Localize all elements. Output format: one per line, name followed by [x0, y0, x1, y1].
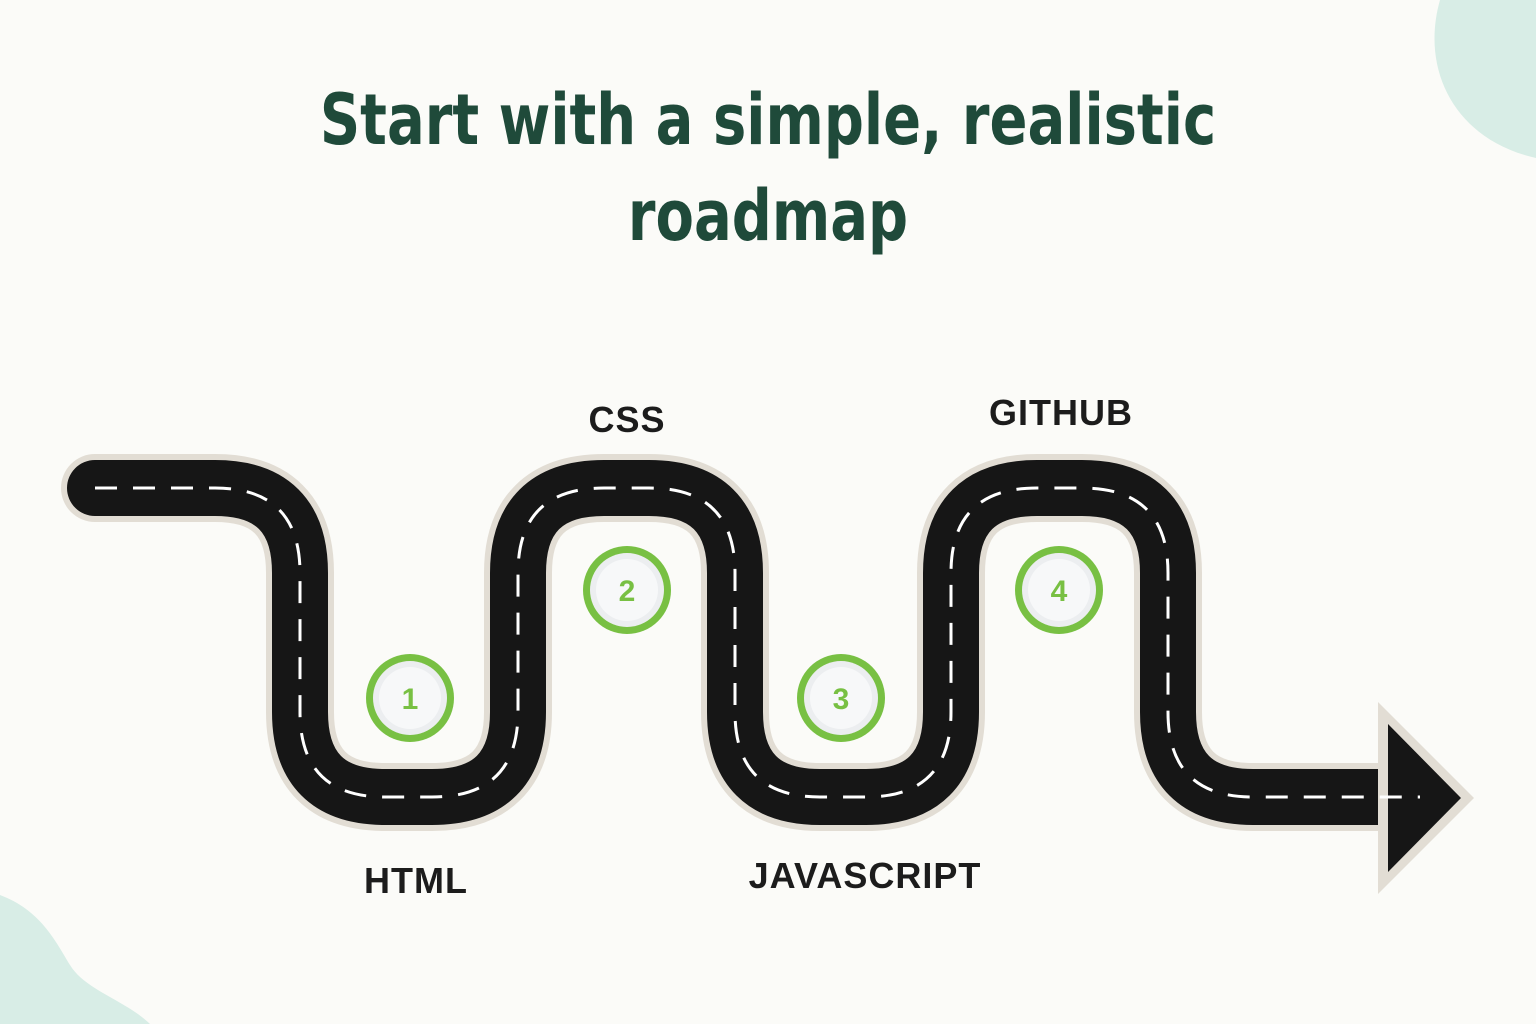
step-label-css: CSS [588, 399, 665, 440]
corner-blob-bottom-left [0, 895, 150, 1024]
title-line-2: roadmap [627, 175, 909, 257]
corner-blob-top-right [1434, 0, 1536, 158]
step-number-2: 2 [619, 575, 636, 608]
arrow-head [1388, 724, 1461, 872]
step-marker-2: 2 [583, 546, 671, 634]
step-number-1: 1 [402, 683, 419, 716]
step-label-html: HTML [364, 860, 468, 901]
step-number-3: 3 [833, 683, 850, 716]
road [67, 460, 1428, 825]
title-line-1: Start with a simple, realistic [319, 79, 1217, 161]
step-marker-4: 4 [1015, 546, 1103, 634]
step-number-4: 4 [1051, 575, 1068, 608]
step-marker-1: 1 [366, 654, 454, 742]
step-label-github: GITHUB [989, 392, 1133, 433]
step-label-javascript: JAVASCRIPT [749, 855, 982, 896]
page-title: Start with a simple, realistic roadmap [154, 72, 1383, 264]
step-marker-3: 3 [797, 654, 885, 742]
